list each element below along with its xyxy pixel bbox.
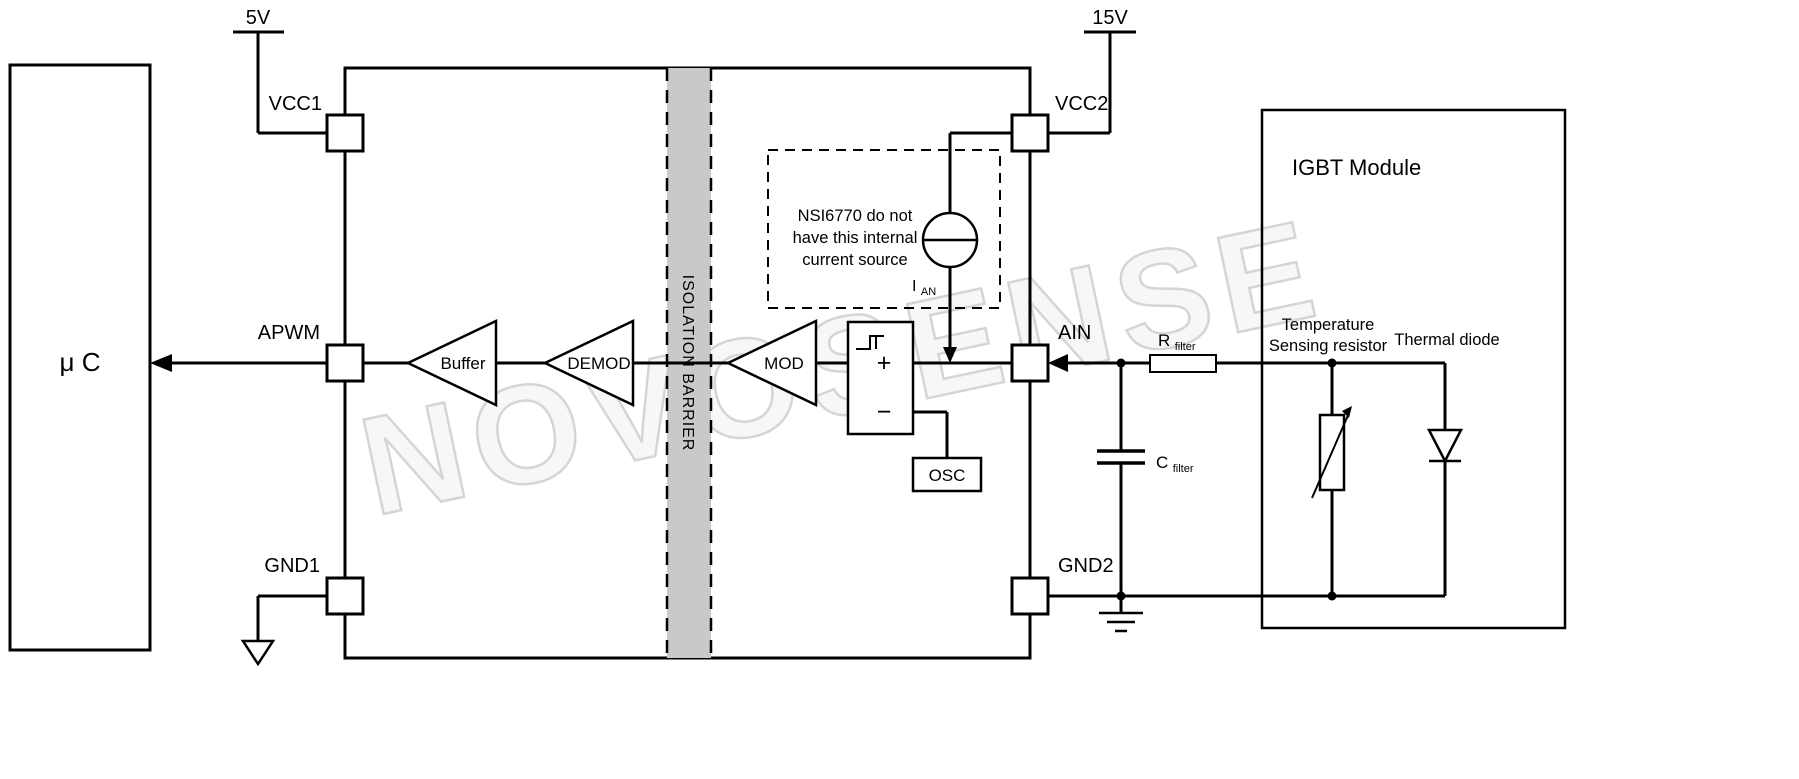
pin-label-vcc1: VCC1 <box>269 93 322 115</box>
supply-5v-label: 5V <box>246 7 271 29</box>
pin-vcc2 <box>1010 113 1050 153</box>
thermistor-arrowhead-icon <box>1342 406 1352 418</box>
cfilter-label: C filter <box>1156 453 1194 475</box>
thermistor-label-line2: Sensing resistor <box>1269 337 1388 355</box>
osc-label: OSC <box>929 466 966 485</box>
pin-labels: VCC1 APWM GND1 VCC2 AIN GND2 <box>258 93 1114 577</box>
rfilter-label: R filter <box>1158 331 1196 353</box>
ic-pins <box>325 113 1050 616</box>
thermal-diode-label: Thermal diode <box>1394 331 1499 349</box>
pin-label-vcc2: VCC2 <box>1055 93 1108 115</box>
apwm-output <box>150 354 327 372</box>
note-line1: NSI6770 do not <box>798 207 913 225</box>
pin-label-gnd1: GND1 <box>264 555 320 577</box>
junction-dot <box>1116 591 1126 601</box>
ain-arrowhead-icon <box>1048 354 1068 372</box>
pin-gnd2 <box>1010 576 1050 616</box>
ian-symbol: I <box>912 278 916 295</box>
osc-box <box>911 456 983 493</box>
supply-5v: 5V <box>233 7 327 135</box>
igbt-module: IGBT Module <box>1260 108 1567 630</box>
mcu-outline <box>8 63 152 652</box>
note-line2: have this internal <box>793 229 918 247</box>
comparator-box <box>846 320 915 436</box>
ian-label: I AN <box>912 278 936 298</box>
mod-amp: MOD <box>725 319 818 407</box>
rfilter-symbol: R <box>1158 331 1170 350</box>
pin-gnd1 <box>325 576 365 616</box>
thermistor-label-line1: Temperature <box>1282 316 1375 334</box>
igbt-module-title: IGBT Module <box>1292 155 1421 180</box>
mod-label: MOD <box>764 354 804 373</box>
chassis-ground-icon <box>240 639 276 667</box>
buffer-label: Buffer <box>440 354 485 373</box>
current-source-arrowhead-icon <box>943 347 957 363</box>
supply-15v-label: 15V <box>1092 7 1128 29</box>
supply-15v: 15V <box>1048 7 1136 135</box>
pin-ain <box>1010 343 1050 383</box>
internal-current-source: I AN <box>912 131 1012 363</box>
note-dashed-box <box>767 149 1001 309</box>
note-line3: current source <box>802 251 907 269</box>
pin-apwm <box>325 343 365 383</box>
rfilter-subscript: filter <box>1175 341 1196 353</box>
mcu-label: μ C <box>60 347 101 377</box>
igbt-module-outline <box>1260 108 1567 630</box>
junction-dot <box>1116 358 1126 368</box>
nsi6770-note: NSI6770 do not have this internal curren… <box>767 149 1001 309</box>
buffer-triangle-icon <box>405 319 498 407</box>
pin-label-ain: AIN <box>1058 322 1091 344</box>
earth-ground-gnd2 <box>1099 596 1143 633</box>
rfilter-resistor-icon <box>1149 354 1217 373</box>
osc-block: OSC <box>911 456 983 493</box>
demod-triangle-icon <box>542 319 635 407</box>
pin-label-gnd2: GND2 <box>1058 555 1114 577</box>
pin-label-apwm: APWM <box>258 322 320 344</box>
demod-amp: DEMOD <box>542 319 635 407</box>
mod-triangle-icon <box>725 319 818 407</box>
comparator-minus-label: − <box>877 398 892 426</box>
diode-triangle-icon <box>1426 428 1464 464</box>
pin-vcc1 <box>325 113 365 153</box>
buffer-amp: Buffer <box>405 319 498 407</box>
thermistor: Temperature Sensing resistor <box>1269 316 1388 596</box>
comparator-block: + − <box>846 320 915 436</box>
apwm-arrowhead-icon <box>150 354 172 372</box>
thermistor-diagonal-icon <box>1311 412 1350 499</box>
comparator-plus-label: + <box>877 349 892 377</box>
demod-label: DEMOD <box>567 354 630 373</box>
mcu-block: μ C <box>8 63 152 652</box>
thermal-diode: Thermal diode <box>1394 331 1500 596</box>
ian-subscript: AN <box>921 286 936 298</box>
cfilter-subscript: filter <box>1173 463 1194 475</box>
gnd1-ground <box>240 594 327 667</box>
cfilter-symbol: C <box>1156 453 1168 472</box>
internal-signal-wires <box>363 361 1012 458</box>
